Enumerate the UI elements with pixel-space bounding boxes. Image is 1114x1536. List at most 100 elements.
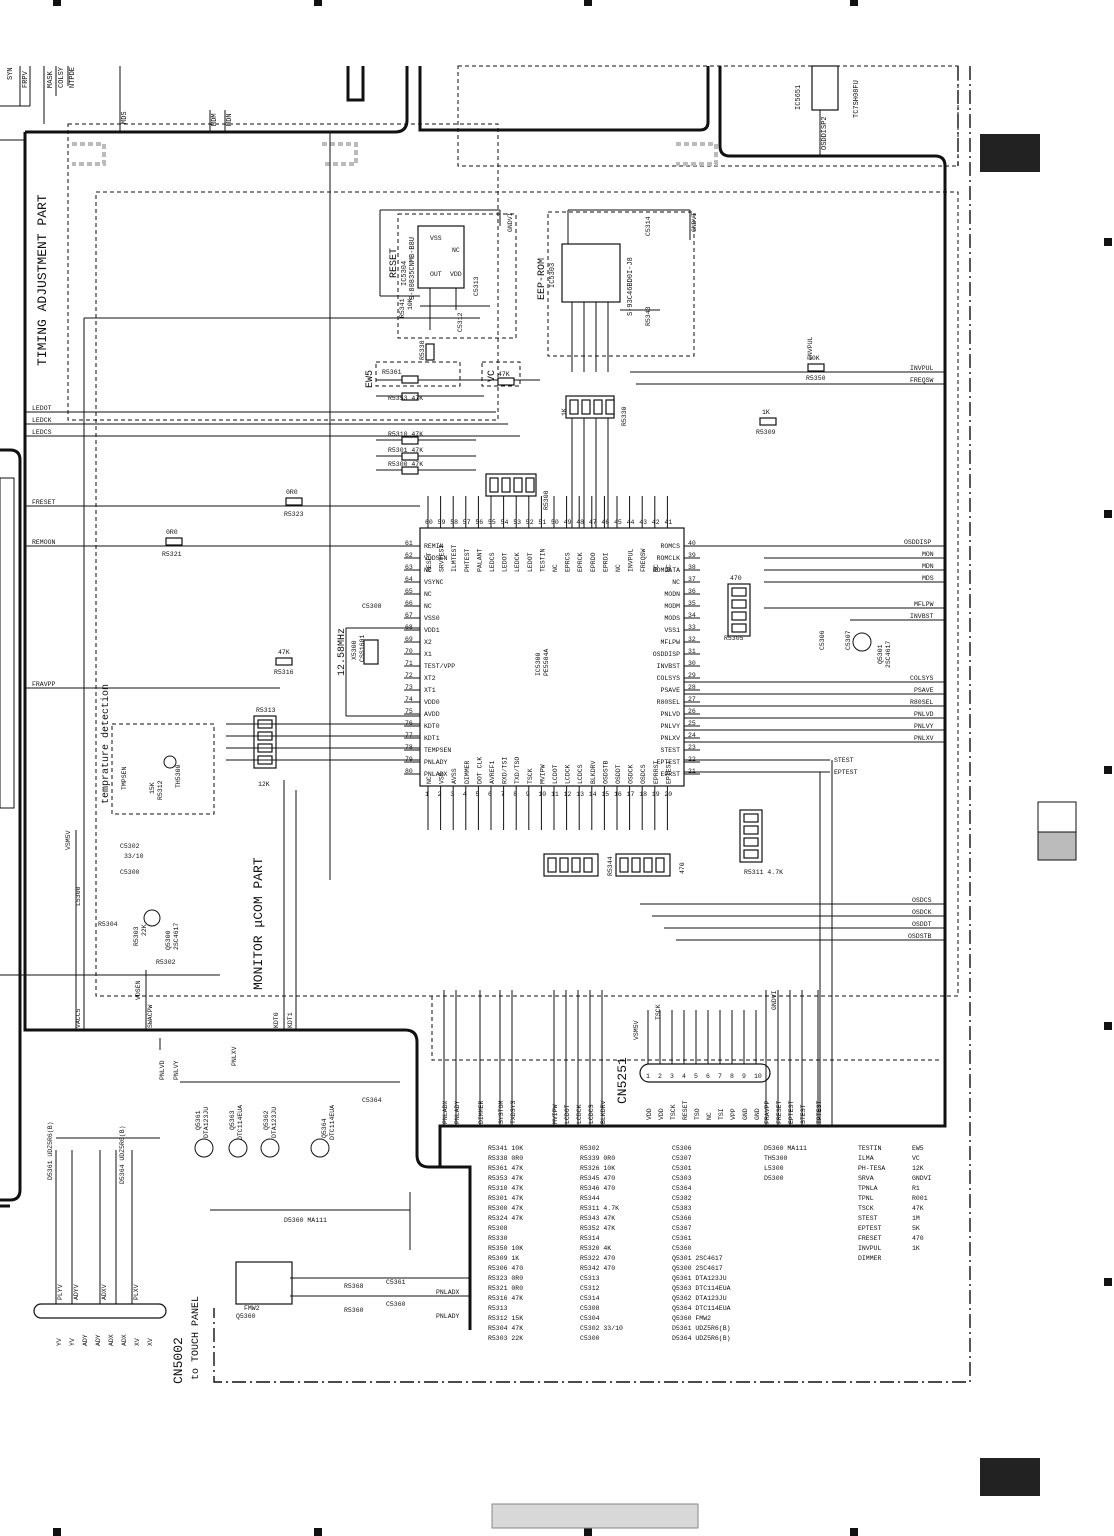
component-label-25: R5344	[580, 1195, 600, 1202]
cn5002-pin-name-2: YV	[69, 1338, 76, 1346]
mcu-pin-num-15: 15	[601, 791, 609, 798]
mcu-pin-name-73: XT1	[424, 687, 436, 694]
component-label-27: R5343 47K	[580, 1215, 615, 1222]
net-ledck: LEDCK	[32, 417, 52, 424]
cn5251-pin-num-8: 8	[730, 1073, 734, 1080]
component-label-51: Q5301 2SC4617	[672, 1255, 723, 1262]
mcu-pin-name-46: EPRDI	[602, 552, 609, 572]
top-net-mdn: MDN	[226, 113, 234, 126]
mcu-pin-num-37: 37	[688, 576, 696, 583]
reset-ic-ref: IC5304	[401, 261, 409, 286]
svg-text:R5303: R5303	[133, 926, 140, 946]
mcu-pin-num-28: 28	[688, 684, 696, 691]
component-label-40: C5306	[672, 1145, 692, 1152]
svg-text:C5308: C5308	[362, 603, 382, 610]
mcu-pin-name-10: MVIPW	[539, 764, 546, 784]
mcu-pin-name-24: PNLXV	[660, 735, 680, 742]
mcu-pin-num-72: 72	[405, 672, 413, 679]
svg-text:D5361 UDZ5R6(B): D5361 UDZ5R6(B)	[47, 1121, 54, 1180]
svg-text:DTC114EUA: DTC114EUA	[237, 1105, 244, 1140]
mcu-pin-name-78: TEMPSEN	[424, 747, 451, 754]
svg-text:470: 470	[679, 862, 686, 874]
svg-text:12K: 12K	[258, 781, 270, 788]
net-osddisp: OSDDISP	[904, 539, 931, 546]
cn5002-pin-name-7: XV	[134, 1338, 141, 1346]
mcu-pin-name-52: LEDOT	[527, 552, 534, 572]
component-label-47: C5366	[672, 1215, 692, 1222]
svg-text:PNLVY: PNLVY	[173, 1060, 180, 1080]
mcu-pin-name-9: TSCK	[527, 768, 534, 784]
mcu-pin-num-9: 9	[526, 791, 530, 798]
mcu-pin-name-53: LEDCK	[514, 552, 521, 572]
timing-adjust-region	[67, 123, 499, 421]
crystal-ref: X5300	[351, 640, 358, 660]
mcu-pin-num-54: 54	[501, 519, 509, 526]
svg-text:C5307: C5307	[845, 630, 852, 650]
bottom-net-10: FRAVPP	[764, 1100, 771, 1124]
component-label-26: R5311 4.7K	[580, 1205, 619, 1212]
reset-title: RESET	[389, 248, 400, 278]
mcu-pin-name-13: LCDCS	[577, 764, 584, 784]
registration-marks	[53, 0, 1112, 1536]
svg-text:R5313: R5313	[256, 707, 276, 714]
mcu-pin-name-37: NC	[672, 579, 680, 586]
svg-text:PLYV: PLYV	[57, 1284, 64, 1300]
cn5251-pin-num-2: 2	[658, 1073, 662, 1080]
bottom-net-11: FRESET	[776, 1100, 783, 1124]
component-label-20: R5302	[580, 1145, 600, 1152]
component-label-63: D5300	[764, 1175, 784, 1182]
cn5002-caption: to TOUCH PANEL	[191, 1296, 202, 1380]
mcu-pin-num-40: 40	[688, 540, 696, 547]
mcu-pin-name-31: OSDDISP	[653, 651, 680, 658]
component-label-0: R5341 10K	[488, 1145, 523, 1152]
net-ledcs: LEDCS	[32, 429, 52, 436]
mcu-pin-name-2: VSS	[439, 772, 446, 784]
component-label-42: C5301	[672, 1165, 692, 1172]
component-label-9: R5330	[488, 1235, 508, 1242]
mcu-pin-name-67: VSS0	[424, 615, 440, 622]
misc-label-8: 5K	[912, 1225, 920, 1232]
eeprom-ic-part: S-93C46BD0I-J8	[627, 257, 635, 316]
component-label-23: R5345 470	[580, 1175, 615, 1182]
mcu-pin-name-65: NC	[424, 591, 432, 598]
cn5251-net-tsck: TSCK	[655, 1004, 662, 1020]
mcu-pin-name-79: PNLADY	[424, 759, 448, 766]
eeprom-region	[547, 211, 695, 357]
connector-cn5251: 1VDD2VDD3TSCK4RESET5TSO6NC7TSI8VPP9GND10…	[615, 990, 778, 1120]
misc-label-0: EW5	[912, 1145, 924, 1152]
resistor-array-r5305: R5305 470	[724, 575, 751, 642]
svg-text:DTA123JU: DTA123JU	[271, 1107, 278, 1138]
svg-text:R5300 47K: R5300 47K	[388, 461, 423, 468]
component-label-43: C5303	[672, 1175, 692, 1182]
cn5251-pin-name-10: GND	[754, 1108, 761, 1120]
svg-text:15K: 15K	[149, 782, 156, 794]
mcu-pin-num-33: 33	[688, 624, 696, 631]
mcu-pin-name-55: LEDCS	[489, 552, 496, 572]
component-label-11: R5309 1K	[488, 1255, 519, 1262]
bottom-net-13: STEST	[800, 1104, 807, 1124]
svg-text:R5316: R5316	[274, 669, 294, 676]
component-label-12: R5306 470	[488, 1265, 523, 1272]
component-label-55: Q5362 DTA123JU	[672, 1295, 727, 1302]
bottom-net-5: MVIPW	[552, 1104, 559, 1124]
net-colsys: COLSYS	[910, 675, 934, 682]
mcu-pin-num-14: 14	[589, 791, 597, 798]
net-mflpw: MFLPW	[914, 601, 934, 608]
mcu-pin-name-28: PSAVE	[660, 687, 680, 694]
cn5251-net-vsm5v: VSM5V	[633, 1020, 640, 1040]
svg-text:Q5300: Q5300	[165, 930, 172, 950]
mcu-pin-name-54: LEDOT	[502, 552, 509, 572]
component-label-61: TH5300	[764, 1155, 788, 1162]
svg-text:OUT: OUT	[430, 271, 442, 278]
mcu-pin-name-39: ROMCLK	[657, 555, 681, 562]
test-point-4: TPNLA	[858, 1185, 878, 1192]
cn5251-pin-name-1: VDD	[646, 1108, 653, 1120]
cn5002-pin-name-1: YV	[56, 1338, 63, 1346]
net-swacpw: SWACPW	[147, 1004, 154, 1028]
mcu-pin-name-44: INVPUL	[628, 548, 635, 572]
misc-label-7: 1M	[912, 1215, 920, 1222]
